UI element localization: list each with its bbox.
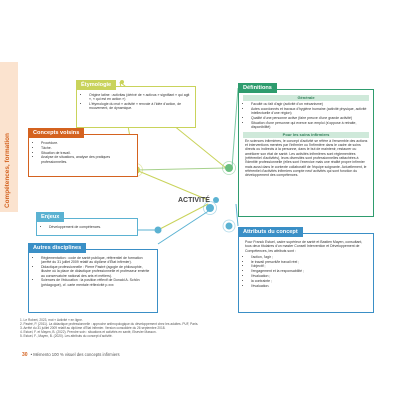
attributs-intro: Pour Franck Estuel, cadre supérieur de s… (245, 240, 363, 253)
list-item: Procédure. (41, 141, 133, 145)
footnote: 2. Pastré, P. (2011). La didactique prof… (20, 322, 199, 326)
list-item: Origine latine : activitas (dérivé de « … (89, 93, 191, 102)
footnote: 4. Estuel, F. et Mayen, B. (2022). Prend… (20, 330, 157, 334)
attributs-list: l'action, l'agir ; le travail prescrit/l… (239, 254, 373, 291)
list-item: l'évaluation ; (251, 274, 369, 278)
list-item: Faculté ou fait d'agir (activité d'un mé… (251, 102, 369, 106)
generale-list: Faculté ou fait d'agir (activité d'un mé… (239, 101, 373, 132)
generale-subtitle: Générale (243, 95, 369, 101)
list-item: Tâche. (41, 146, 133, 150)
footnote: 1. Le Robert, 2023, mot « Activité » en … (20, 318, 83, 322)
attributs-box: Attributs du concept Pour Franck Estuel,… (238, 227, 374, 313)
list-item: Qualité d'une personne active (faire pre… (251, 116, 369, 120)
book-title: • Mémento 100 % visuel des concepts infi… (30, 352, 120, 357)
autres-disciplines-box: Autres disciplines Réglementation : code… (28, 243, 158, 313)
list-item: l'action, l'agir ; (251, 255, 369, 259)
footnotes: 1. Le Robert, 2023, mot « Activité » en … (20, 318, 380, 338)
autres-list: Réglementation : code de santé publique,… (29, 250, 157, 290)
list-item: Actes coordonnés et travaux d'hygiène hu… (251, 107, 369, 116)
definitions-title: Définitions (238, 83, 277, 93)
list-item: Situation de travail. (41, 151, 133, 155)
list-item: la contrainte ; (251, 279, 369, 283)
list-item: Développement de compétences. (49, 225, 133, 229)
enjeux-box: Enjeux Développement de compétences. (36, 212, 138, 236)
etymologie-title: Étymologie (76, 80, 117, 90)
attributs-title: Attributs du concept (238, 227, 303, 237)
page-number: 30 (22, 352, 28, 358)
list-item: Situation d'une personne qui exerce son … (251, 121, 369, 130)
chapter-side-tab: Compétences, formation (0, 62, 18, 212)
autres-disciplines-title: Autres disciplines (28, 243, 87, 253)
footnote: 3. Arrêté du 31 juillet 2009 relatif au … (20, 326, 166, 330)
list-item: l'évaluation. (251, 284, 369, 288)
concepts-voisins-title: Concepts voisins (28, 128, 85, 138)
list-item: L'étymologie du mot « activité » renvoie… (89, 102, 191, 111)
list-item: l'engagement et la responsabilité ; (251, 269, 369, 273)
footnote: 5. Estuel, F., Mayen, B. (2020). Les att… (20, 334, 113, 338)
soins-subtitle: Pour les soins infirmiers (243, 131, 369, 138)
list-item: Didactique professionnelle : Pierre Past… (41, 265, 153, 278)
concepts-voisins-box: Concepts voisins Procédure. Tâche. Situa… (28, 128, 138, 177)
list-item: Sciences de l'éducation : la position ré… (41, 278, 153, 287)
etymologie-box: Étymologie Origine latine : activitas (d… (76, 80, 196, 128)
central-concept: ACTIVITÉ (178, 197, 210, 204)
enjeux-title: Enjeux (36, 212, 65, 222)
list-item: l'objectif ; (251, 264, 369, 268)
list-item: le travail prescrit/le travail réel ; (251, 260, 369, 264)
list-item: Analyse de situations, analyse des prati… (41, 155, 133, 164)
concepts-list: Procédure. Tâche. Situation de travail. … (29, 135, 137, 166)
list-item: Réglementation : code de santé publique,… (41, 256, 153, 265)
chapter-label: Compétences, formation (4, 133, 11, 208)
soins-paragraph: En sciences infirmières, le concept d'ac… (245, 138, 368, 178)
etymologie-list: Origine latine : activitas (dérivé de « … (77, 87, 195, 113)
enjeux-list: Développement de compétences. (37, 219, 137, 232)
definitions-box: Définitions Générale Faculté ou fait d'a… (238, 83, 374, 217)
page-footer: 30• Mémento 100 % visuel des concepts in… (22, 352, 120, 358)
